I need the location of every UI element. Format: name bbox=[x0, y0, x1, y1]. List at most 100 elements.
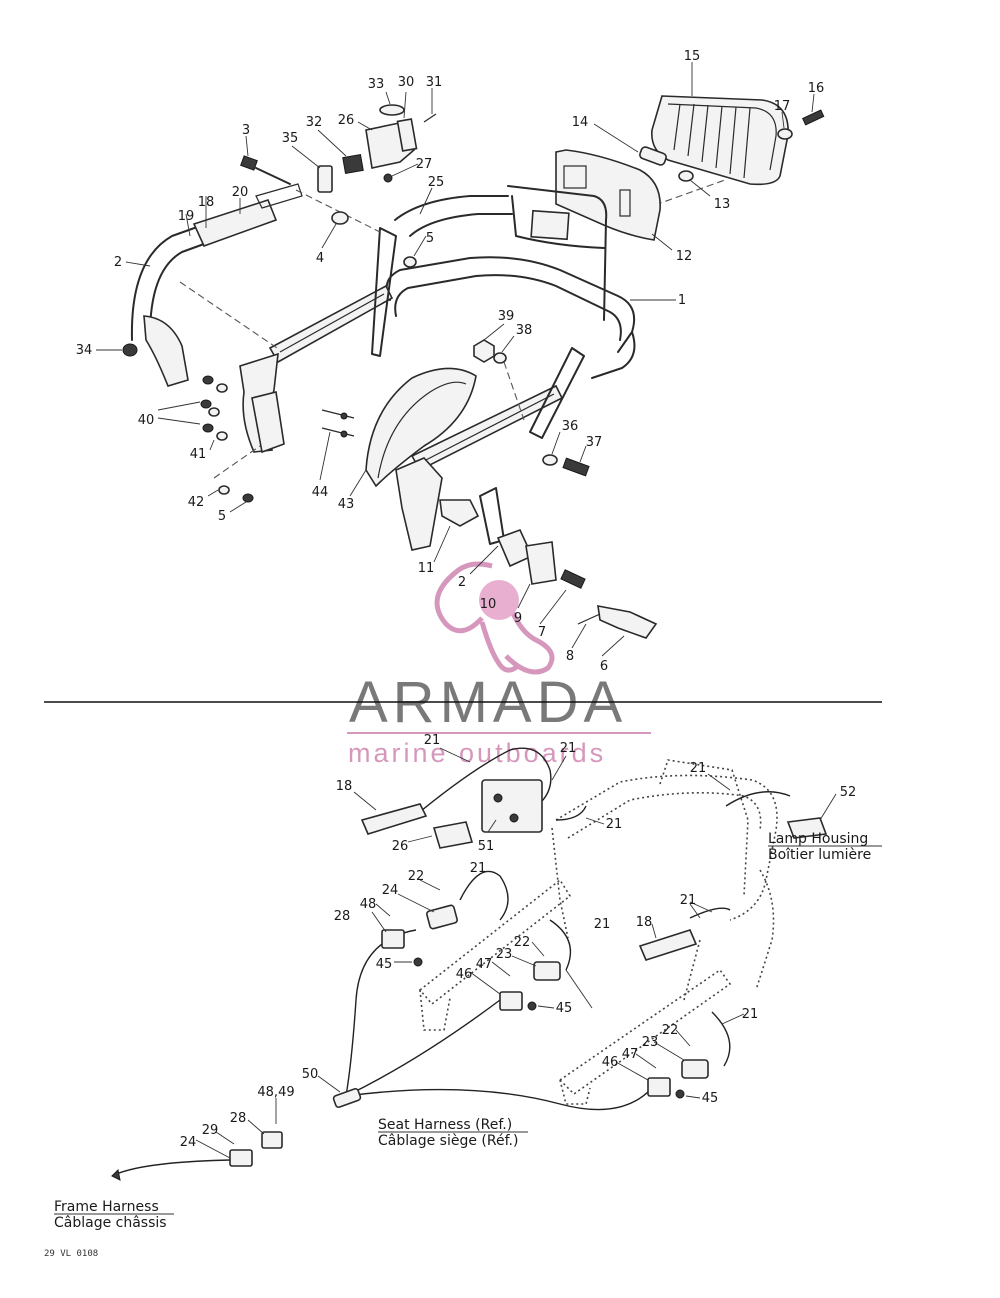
bracket-fasteners bbox=[200, 375, 261, 503]
callout-28-a: 28 bbox=[334, 909, 351, 924]
callout-18-harness-top: 18 bbox=[336, 779, 353, 794]
callout-39: 39 bbox=[498, 309, 515, 324]
tie-45c bbox=[675, 1089, 685, 1099]
callout-21-a: 21 bbox=[424, 733, 441, 748]
callout-6: 6 bbox=[600, 659, 608, 674]
callout-23-a: 23 bbox=[496, 947, 513, 962]
callout-2-lower: 2 bbox=[458, 575, 466, 590]
nut-5 bbox=[403, 256, 417, 268]
brand-tagline: marine outboards bbox=[348, 738, 606, 768]
callout-13: 13 bbox=[714, 197, 731, 212]
callout-36: 36 bbox=[562, 419, 579, 434]
callout-38: 38 bbox=[516, 323, 533, 338]
callout-47-b: 47 bbox=[622, 1047, 639, 1062]
connector-52 bbox=[786, 817, 828, 839]
callout-10: 10 bbox=[480, 597, 497, 612]
switch-assembly bbox=[317, 104, 437, 193]
callout-18-harness-right: 18 bbox=[636, 915, 653, 930]
callout-labels: 15 16 17 14 13 12 1 33 30 31 32 26 27 35… bbox=[76, 49, 857, 1150]
callout-42: 42 bbox=[188, 495, 205, 510]
seat-fasteners bbox=[321, 409, 355, 438]
seat-cushion bbox=[365, 367, 477, 488]
lamp-housing-caption-en: Lamp Housing bbox=[768, 831, 868, 847]
upper-exploded-view bbox=[122, 95, 825, 639]
callout-21-b: 21 bbox=[560, 741, 577, 756]
housing-46b bbox=[647, 1077, 671, 1097]
lamp-housing-bracket bbox=[555, 149, 661, 241]
callout-2-upper: 2 bbox=[114, 255, 122, 270]
callout-44: 44 bbox=[312, 485, 329, 500]
callout-18-upper: 18 bbox=[198, 195, 215, 210]
callout-12: 12 bbox=[676, 249, 693, 264]
callout-14: 14 bbox=[572, 115, 589, 130]
callout-40: 40 bbox=[138, 413, 155, 428]
right-side-rail bbox=[395, 347, 585, 551]
callout-52: 52 bbox=[840, 785, 857, 800]
leader-lines bbox=[96, 62, 837, 1159]
callout-22-b: 22 bbox=[514, 935, 531, 950]
callout-34: 34 bbox=[76, 343, 93, 358]
connector-23b bbox=[681, 1059, 709, 1079]
callout-22-a: 22 bbox=[408, 869, 425, 884]
callout-9: 9 bbox=[514, 611, 522, 626]
tail-light-lens bbox=[651, 95, 789, 186]
callout-41: 41 bbox=[190, 447, 207, 462]
callout-47-a: 47 bbox=[476, 957, 493, 972]
callout-51: 51 bbox=[478, 839, 495, 854]
callout-45-b: 45 bbox=[556, 1001, 573, 1016]
callout-5-lower: 5 bbox=[218, 509, 226, 524]
callout-11: 11 bbox=[418, 561, 435, 576]
callout-24-b: 24 bbox=[180, 1135, 197, 1150]
callout-7: 7 bbox=[538, 625, 546, 640]
callout-26-lower: 26 bbox=[392, 839, 409, 854]
switch-26 bbox=[432, 821, 474, 849]
lens-screw bbox=[777, 109, 825, 140]
callout-32: 32 bbox=[306, 115, 323, 130]
wiring-harness bbox=[345, 747, 791, 1111]
bolt-3 bbox=[240, 155, 381, 233]
lamp-housing-caption-fr: Boîtier lumière bbox=[768, 847, 871, 863]
frame-harness-caption-fr: Câblage châssis bbox=[54, 1215, 167, 1231]
callout-26-upper: 26 bbox=[338, 113, 355, 128]
callout-50: 50 bbox=[302, 1067, 319, 1082]
callout-21-f: 21 bbox=[594, 917, 611, 932]
lower-wiring-view bbox=[111, 747, 828, 1181]
connector-24 bbox=[426, 904, 458, 930]
connector-block-51 bbox=[481, 779, 543, 833]
callout-15: 15 bbox=[684, 49, 701, 64]
bulb bbox=[639, 146, 726, 206]
splice-50 bbox=[332, 1087, 362, 1109]
propeller-logo bbox=[434, 561, 555, 675]
connector-24-lower bbox=[229, 1149, 253, 1167]
callout-23-b: 23 bbox=[642, 1035, 659, 1050]
left-side-rail bbox=[239, 227, 397, 454]
callout-48: 48 bbox=[360, 897, 377, 912]
frame-outline bbox=[418, 759, 778, 1105]
callout-46-a: 46 bbox=[456, 967, 473, 982]
harness-components bbox=[111, 779, 828, 1181]
callout-21-h: 21 bbox=[742, 1007, 759, 1022]
callout-4: 4 bbox=[316, 251, 324, 266]
callout-33: 33 bbox=[368, 77, 385, 92]
callout-21-e: 21 bbox=[470, 861, 487, 876]
callout-48-49: 48,49 bbox=[257, 1085, 294, 1100]
grab-handle bbox=[122, 183, 303, 387]
rack-frame bbox=[385, 185, 636, 379]
callout-19: 19 bbox=[178, 209, 195, 224]
connector-23a bbox=[533, 961, 561, 981]
callout-17: 17 bbox=[774, 99, 791, 114]
callout-30: 30 bbox=[398, 75, 415, 90]
callout-22-c: 22 bbox=[662, 1023, 679, 1038]
callout-43: 43 bbox=[338, 497, 355, 512]
callout-24-a: 24 bbox=[382, 883, 399, 898]
callout-29: 29 bbox=[202, 1123, 219, 1138]
grip-heater-18-right bbox=[638, 929, 698, 961]
hinge-bracket bbox=[439, 487, 658, 639]
callout-5-upper: 5 bbox=[426, 231, 434, 246]
housing-46a bbox=[499, 991, 523, 1011]
callout-28-b: 28 bbox=[230, 1111, 247, 1126]
callout-27: 27 bbox=[416, 157, 433, 172]
tie-45b bbox=[527, 1001, 537, 1011]
callout-45-a: 45 bbox=[376, 957, 393, 972]
